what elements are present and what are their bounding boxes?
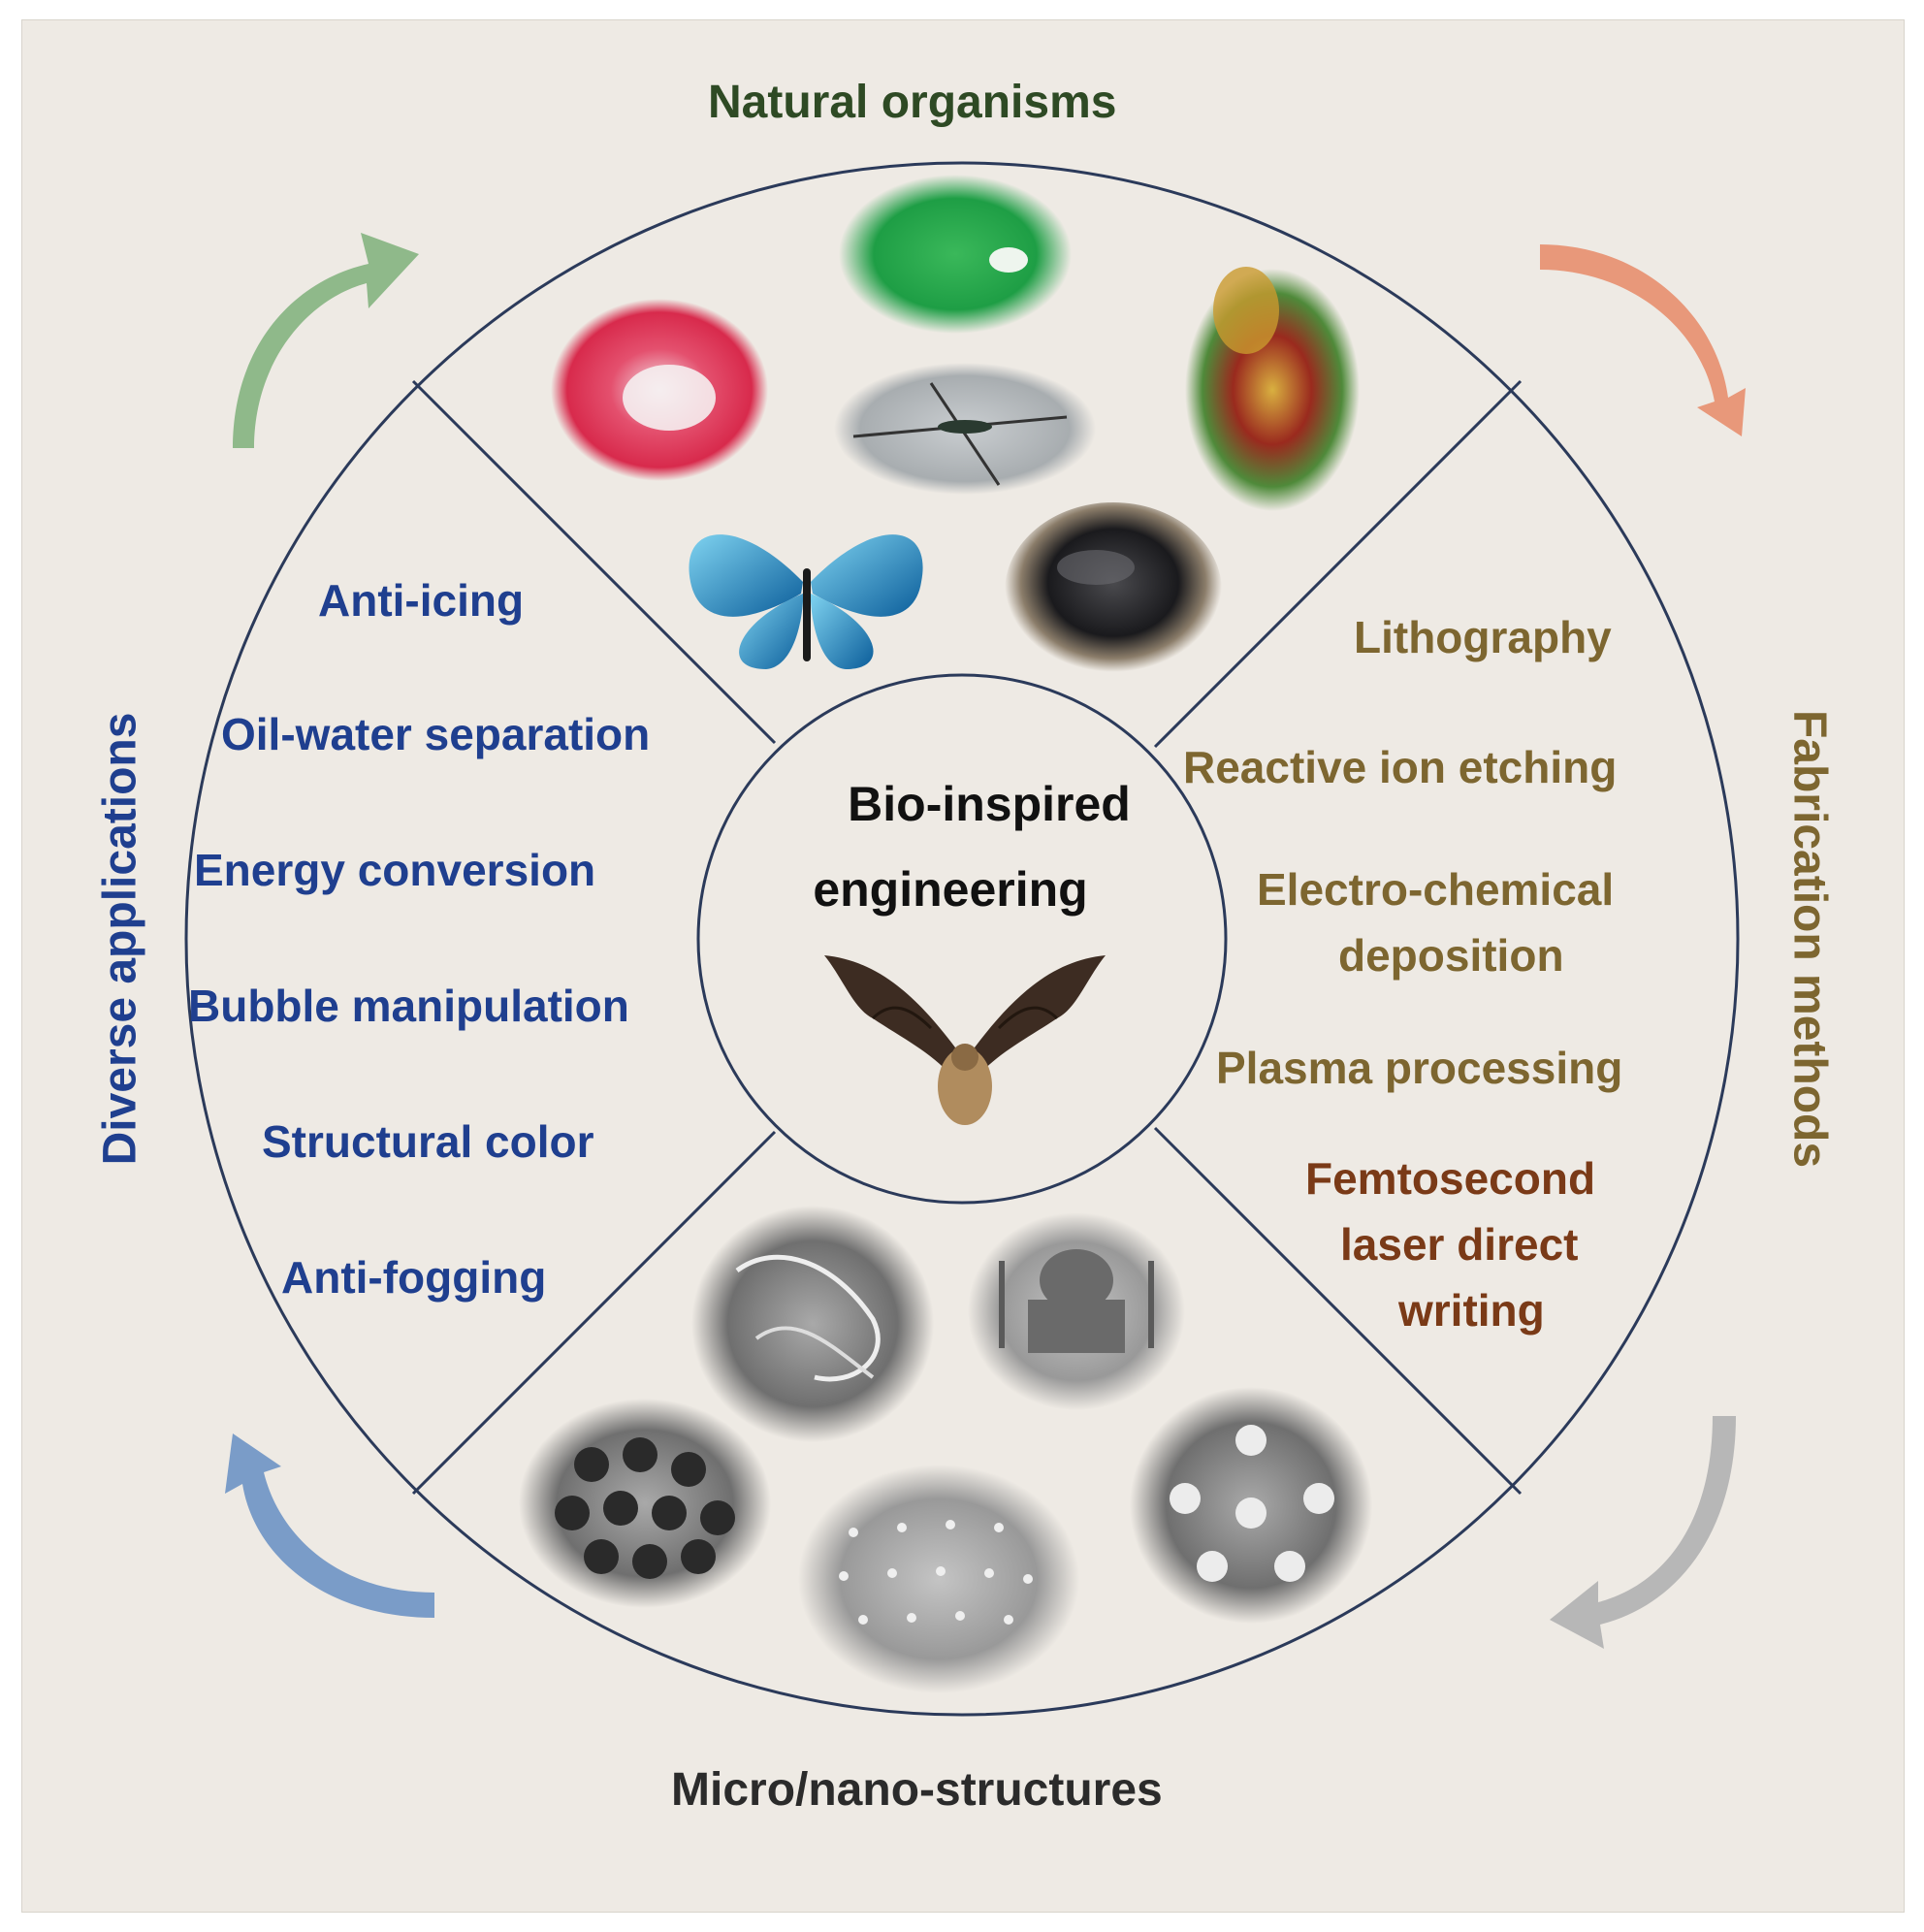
divider-bottom-right <box>1153 1126 1523 1496</box>
sem-taj-mahal-image <box>968 1212 1185 1410</box>
fabrication-lithography: Lithography <box>1354 612 1612 662</box>
beetle-image <box>1005 502 1222 681</box>
lotus-leaf-image <box>839 175 1072 334</box>
rose-petal-image <box>551 299 768 481</box>
title-micro-nano-structures: Micro/nano-structures <box>671 1764 1163 1816</box>
divider-top-right <box>1153 379 1523 749</box>
application-anti-fogging: Anti-fogging <box>281 1252 547 1303</box>
fabrication-femtosecond-line2: laser direct <box>1340 1219 1579 1270</box>
sem-mushroom-array-image <box>519 1399 771 1608</box>
fabrication-electrochemical-line2: deposition <box>1338 930 1564 981</box>
application-oil-water-separation: Oil-water separation <box>221 709 651 759</box>
application-structural-color: Structural color <box>262 1116 594 1167</box>
arrow-blue-icon <box>225 1433 434 1618</box>
fabrication-femtosecond-line1: Femtosecond <box>1305 1153 1596 1204</box>
arrow-orange-icon <box>1540 244 1746 436</box>
bat-image <box>824 955 1106 1125</box>
center-label-line1: Bio-inspired <box>848 777 1131 831</box>
divider-top-left <box>411 379 777 745</box>
title-natural-organisms: Natural organisms <box>708 77 1117 128</box>
sem-pillar-network-image <box>691 1206 934 1442</box>
application-energy-conversion: Energy conversion <box>194 845 596 895</box>
fabrication-femtosecond-line3: writing <box>1398 1285 1545 1336</box>
sem-flower-pattern-image <box>1130 1387 1372 1624</box>
title-fabrication-methods: Fabrication methods <box>1783 709 1836 1169</box>
center-circle <box>696 673 1228 1205</box>
pitcher-plant-image <box>1185 267 1360 511</box>
water-strider-image <box>834 363 1096 495</box>
title-diverse-applications: Diverse applications <box>94 712 146 1166</box>
arrow-gray-icon <box>1550 1416 1736 1649</box>
sem-pillar-rows-image <box>798 1465 1079 1693</box>
fabrication-reactive-ion-etching: Reactive ion etching <box>1183 742 1618 792</box>
fabrication-plasma-processing: Plasma processing <box>1216 1043 1623 1093</box>
arrow-green-icon <box>233 233 419 448</box>
application-bubble-manipulation: Bubble manipulation <box>188 981 629 1031</box>
center-label-line2: engineering <box>813 862 1088 917</box>
divider-bottom-left <box>411 1130 777 1496</box>
outer-circle <box>184 161 1740 1717</box>
butterfly-image <box>689 534 923 669</box>
application-anti-icing: Anti-icing <box>318 575 525 626</box>
fabrication-electrochemical-line1: Electro-chemical <box>1257 864 1615 915</box>
